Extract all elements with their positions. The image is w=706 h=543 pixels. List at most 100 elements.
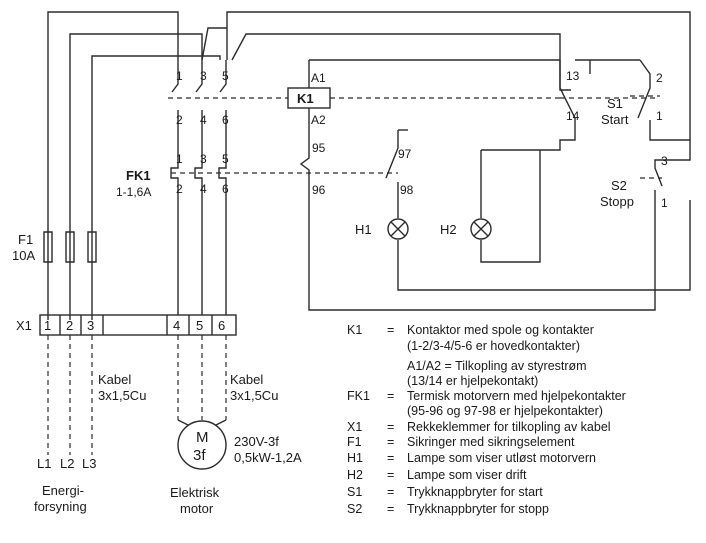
cable-left-line-1: Kabel <box>98 372 131 387</box>
legend-code-fk1: FK1 <box>347 389 370 403</box>
motor-spec-line-1: 230V-3f <box>234 434 279 449</box>
legend-eq-s1: = <box>387 485 394 499</box>
s2-pushbutton <box>654 140 691 200</box>
terminal-q4: 4 <box>200 113 207 127</box>
legend-eq-k1: = <box>387 323 394 337</box>
energy-label-line-1: Energi- <box>42 483 84 498</box>
motor-label-line-2: motor <box>180 501 214 516</box>
motor-m: M <box>196 429 209 446</box>
motor-spec-line-2: 0,5kW-1,2A <box>234 450 302 465</box>
x1-terminal-3: 3 <box>87 318 94 333</box>
k1-main-contacts <box>171 60 227 130</box>
terminal-q3: 3 <box>200 69 207 83</box>
fuses-f1 <box>43 231 97 263</box>
terminal-s2-3: 3 <box>661 154 668 168</box>
h1-lamp <box>387 218 409 240</box>
wire-l1 <box>47 11 179 320</box>
l1-label: L1 <box>37 456 51 471</box>
wire-h1 <box>397 200 691 291</box>
h2-label: H2 <box>440 222 457 237</box>
terminal-14: 14 <box>566 109 580 123</box>
legend-text-x1: Rekkeklemmer for tilkopling av kabel <box>407 420 611 434</box>
terminal-fk1-4: 4 <box>200 182 207 196</box>
terminal-fk1-2: 2 <box>176 182 183 196</box>
f1-label: F1 <box>18 232 33 247</box>
terminal-a2: A2 <box>311 113 326 127</box>
x1-terminal-2: 2 <box>66 318 73 333</box>
k1-aux-13-14 <box>481 60 576 151</box>
legend-text-k1-1: Kontaktor med spole og kontakter <box>407 323 594 337</box>
terminal-95: 95 <box>312 141 326 155</box>
legend-text-k1-4: (13/14 er hjelpekontakt) <box>407 374 538 388</box>
cable-right-line-1: Kabel <box>230 372 263 387</box>
s1-label: S1 <box>607 96 623 111</box>
x1-terminal-1: 1 <box>44 318 51 333</box>
terminal-q6: 6 <box>222 113 229 127</box>
x1-terminal-4: 4 <box>173 318 180 333</box>
x1-terminal-5: 5 <box>196 318 203 333</box>
wiring <box>39 11 691 470</box>
legend-eq-h2: = <box>387 468 394 482</box>
terminal-96: 96 <box>312 183 326 197</box>
cable-left-line-2: 3x1,5Cu <box>98 388 146 403</box>
wire-k1-to-fk1 <box>177 130 227 160</box>
h2-cross <box>473 221 489 237</box>
wire-control-supply <box>201 11 691 61</box>
wire-l3 <box>91 55 221 320</box>
h2-lamp <box>470 218 492 240</box>
supply-cable <box>47 335 93 455</box>
legend-text-h2: Lampe som viser drift <box>407 468 527 482</box>
legend-text-h1: Lampe som viser utløst motorvern <box>407 451 596 465</box>
terminal-q2: 2 <box>176 113 183 127</box>
legend-text-fk1-1: Termisk motorvern med hjelpekontakter <box>407 389 626 403</box>
legend-eq-x1: = <box>387 420 394 434</box>
s1-name: Start <box>601 112 629 127</box>
x1-dividers <box>59 315 213 335</box>
legend-text-k1-2: (1-2/3-4/5-6 er hovedkontakter) <box>407 339 580 353</box>
terminal-fk1-1: 1 <box>176 152 183 166</box>
h1-cross <box>390 221 406 237</box>
motor-label-line-1: Elektrisk <box>170 485 220 500</box>
h1-label: H1 <box>355 222 372 237</box>
legend-code-h1: H1 <box>347 451 363 465</box>
fk1-range-label: 1-1,6A <box>116 185 151 199</box>
legend-eq-s2: = <box>387 502 394 516</box>
terminal-97: 97 <box>398 147 412 161</box>
motor-symbol <box>177 420 227 470</box>
legend-eq-h1: = <box>387 451 394 465</box>
legend-code-x1: X1 <box>347 420 362 434</box>
terminal-q1: 1 <box>176 69 183 83</box>
x1-terminal-strip <box>39 314 237 336</box>
legend-text-f1: Sikringer med sikringselement <box>407 435 575 449</box>
terminal-13: 13 <box>566 69 580 83</box>
terminal-numbers: 1 3 5 2 4 6 1 3 5 2 4 6 A1 A2 95 96 97 9… <box>44 69 668 333</box>
f1-rating-label: 10A <box>12 248 35 263</box>
wire-a1 <box>308 59 560 88</box>
s2-label: S2 <box>611 178 627 193</box>
wire-fk1-to-x1 <box>177 200 227 315</box>
k1-label: K1 <box>297 91 314 106</box>
terminal-s2-1: 1 <box>661 196 668 210</box>
terminal-s1-2: 2 <box>656 71 663 85</box>
legend-code-k1: K1 <box>347 323 362 337</box>
wire-l2 <box>69 33 203 320</box>
terminal-s1-1: 1 <box>656 109 663 123</box>
motor-leads <box>177 419 227 426</box>
l2-label: L2 <box>60 456 74 471</box>
motor-cable <box>177 335 227 420</box>
s1-pushbutton <box>575 59 691 141</box>
fk1-label: FK1 <box>126 168 151 183</box>
legend-code-s1: S1 <box>347 485 362 499</box>
wire-to-a1 <box>231 33 561 61</box>
legend-text-k1-3: A1/A2 = Tilkopling av styrestrøm <box>407 359 587 373</box>
terminal-q5: 5 <box>222 69 229 83</box>
s2-name: Stopp <box>600 194 634 209</box>
legend-eq-f1: = <box>387 435 394 449</box>
legend-code-s2: S2 <box>347 502 362 516</box>
terminal-fk1-3: 3 <box>200 152 207 166</box>
legend-eq-fk1: = <box>387 389 394 403</box>
motor-3f: 3f <box>193 447 206 464</box>
wire-h2 <box>480 150 541 263</box>
x1-label: X1 <box>16 318 32 333</box>
